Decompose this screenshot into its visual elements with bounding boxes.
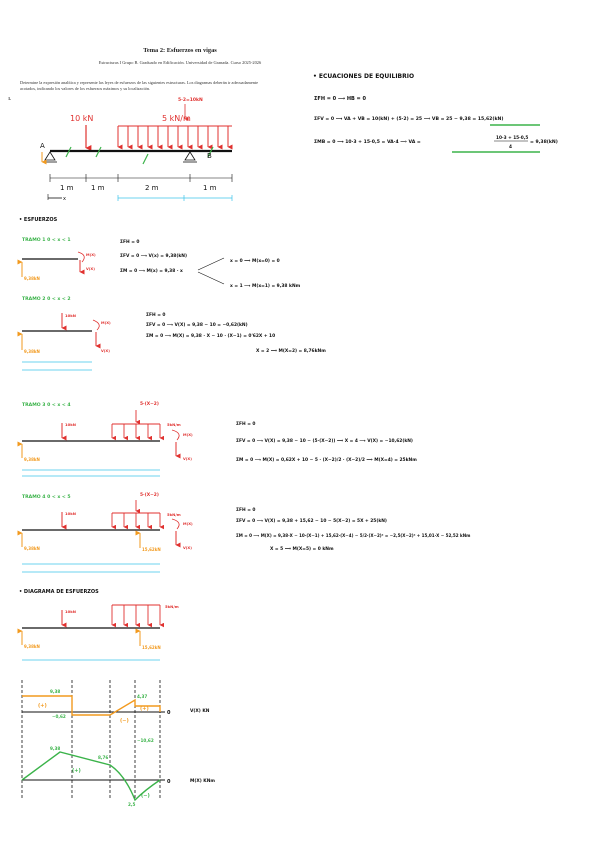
svg-text:10kN: 10kN bbox=[65, 313, 76, 318]
svg-text:10kN: 10kN bbox=[65, 422, 76, 427]
moment-curve bbox=[21, 751, 161, 802]
tramo-4-label: TRAMO 4 0 < x < 5 bbox=[22, 494, 71, 500]
svg-text:(+): (+) bbox=[140, 706, 149, 712]
svg-text:5·(X−2): 5·(X−2) bbox=[140, 401, 159, 407]
svg-text:ΣFH = 0: ΣFH = 0 bbox=[236, 507, 255, 513]
svg-text:10kN: 10kN bbox=[65, 609, 76, 614]
svg-text:0: 0 bbox=[167, 710, 171, 716]
svg-text:−10,62: −10,62 bbox=[137, 738, 154, 743]
svg-text:M(X): M(X) bbox=[183, 433, 193, 437]
svg-text:9,38: 9,38 bbox=[50, 689, 60, 694]
dim-4: 1 m bbox=[203, 184, 217, 192]
moment-label: M(X) KNm bbox=[190, 778, 215, 784]
svg-text:ΣFV = 0 ⟶ V(X) = 9,38 + 15,62: ΣFV = 0 ⟶ V(X) = 9,38 + 15,62 − 10 − 5(X… bbox=[236, 518, 387, 524]
svg-text:5kN/m: 5kN/m bbox=[167, 512, 181, 517]
svg-text:M(X): M(X) bbox=[183, 522, 193, 526]
svg-text:V(X): V(X) bbox=[86, 267, 95, 271]
svg-text:4,37: 4,37 bbox=[137, 694, 147, 699]
svg-text:ΣM = 0 ⟶ M(X) = 9,38·X − 10·(X: ΣM = 0 ⟶ M(X) = 9,38·X − 10·(X−1) + 15,6… bbox=[236, 533, 470, 538]
tramo-3: TRAMO 3 0 < x < 4 10kN 5·(X−2) 5kN/m 9,3… bbox=[17, 401, 417, 477]
support-b-label: B bbox=[207, 152, 212, 160]
diagram-heading: • DIAGRAMA DE ESFUERZOS bbox=[19, 589, 99, 595]
dim-2: 1 m bbox=[91, 184, 105, 192]
tramo-2-label: TRAMO 2 0 < x < 2 bbox=[22, 296, 71, 302]
svg-text:5kN/m: 5kN/m bbox=[165, 604, 179, 609]
tramo-1-label: TRAMO 1 0 < x < 1 bbox=[22, 237, 71, 243]
distributed-load bbox=[117, 125, 233, 150]
svg-text:15,62kN: 15,62kN bbox=[142, 645, 161, 650]
svg-text:V(X): V(X) bbox=[101, 349, 110, 353]
svg-text:−0,62: −0,62 bbox=[52, 714, 66, 719]
svg-text:x = 1 ⟶ M(x=1) = 9,38 kNm: x = 1 ⟶ M(x=1) = 9,38 kNm bbox=[230, 283, 301, 289]
dist-load-label: 5 kN/m bbox=[162, 114, 191, 123]
equilibrium-block: • ECUACIONES DE EQUILIBRIO ΣFH = 0 ⟶ HB … bbox=[313, 73, 558, 153]
tramo-3-label: TRAMO 3 0 < x < 4 bbox=[22, 402, 71, 408]
dim-1: 1 m bbox=[60, 184, 74, 192]
svg-text:X = 2 ⟹ M(X=2) = 8,76kNm: X = 2 ⟹ M(X=2) = 8,76kNm bbox=[256, 348, 326, 354]
page-subtitle: Estructuras I Grupo B. Graduado en Edifi… bbox=[98, 60, 262, 65]
dimension-lines bbox=[49, 174, 233, 182]
svg-text:M(X): M(X) bbox=[101, 321, 111, 325]
svg-text:ΣM = 0 ⟶ M(x) = 9,38 · x: ΣM = 0 ⟶ M(x) = 9,38 · x bbox=[120, 268, 183, 274]
svg-text:ΣM = 0 ⟶ M(X) = 9,38 · X − 10: ΣM = 0 ⟶ M(X) = 9,38 · X − 10 · (X−1) = … bbox=[146, 333, 275, 339]
svg-text:(+): (+) bbox=[38, 703, 47, 709]
tramo-1: TRAMO 1 0 < x < 1 9,38kN M(X) V(X) ΣFH =… bbox=[17, 237, 301, 289]
svg-text:9,38kN: 9,38kN bbox=[24, 546, 40, 551]
svg-text:2,5: 2,5 bbox=[128, 802, 136, 807]
svg-text:9,38: 9,38 bbox=[50, 746, 60, 751]
resultant-label: 5·2=10kN bbox=[178, 97, 203, 103]
point-load-label: 10 kN bbox=[70, 114, 93, 123]
svg-text:ΣM = 0 ⟶ M(X) = 0,62X + 10 − 5: ΣM = 0 ⟶ M(X) = 0,62X + 10 − 5 · (X−2)/2… bbox=[236, 457, 417, 463]
svg-text:(−): (−) bbox=[141, 793, 150, 799]
shear-label: V(X) KN bbox=[190, 708, 210, 714]
page-title: Tema 2: Esfuerzos en vigas bbox=[143, 47, 217, 54]
svg-text:9,38kN: 9,38kN bbox=[24, 644, 40, 649]
eq-moment: ΣMB = 0 ⟶ 10·3 + 15·0,5 = VA·4 ⟹ VA = bbox=[314, 139, 421, 145]
eq-frac-num: 10·3 + 15·0,5 bbox=[496, 135, 528, 141]
x-axis-label: x bbox=[63, 196, 66, 202]
beam-figure: 10 kN 5 kN/m 5·2=10kN A bbox=[40, 97, 233, 202]
eq-moment-result: = 9,38(kN) bbox=[530, 139, 558, 145]
svg-text:8,76: 8,76 bbox=[98, 755, 108, 760]
tramo-4: TRAMO 4 0 < x < 5 10kN 5·(X−2) 5kN/m 9,3… bbox=[17, 492, 470, 573]
esfuerzos-heading: • ESFUERZOS bbox=[19, 217, 58, 223]
shear-curve bbox=[22, 695, 161, 716]
svg-text:ΣFH = 0: ΣFH = 0 bbox=[120, 239, 139, 245]
svg-text:ΣFV = 0 ⟶ V(X) = 9,38 − 10 = −: ΣFV = 0 ⟶ V(X) = 9,38 − 10 = −0,62(kN) bbox=[146, 322, 248, 328]
svg-text:9,38kN: 9,38kN bbox=[24, 349, 40, 354]
cyan-dims bbox=[117, 195, 233, 201]
green-section-cuts bbox=[65, 146, 214, 165]
eq-vertical: ΣFV = 0 ⟶ VA + VB = 10(kN) + (5·2) = 25 … bbox=[314, 116, 503, 122]
svg-text:V(X): V(X) bbox=[183, 457, 192, 461]
problem-statement: Determine la expresión analítica y repre… bbox=[20, 80, 259, 91]
svg-text:M(X): M(X) bbox=[86, 253, 96, 257]
problem-number: 1. bbox=[8, 96, 12, 101]
svg-text:(−): (−) bbox=[120, 718, 129, 724]
equilibrium-heading: • ECUACIONES DE EQUILIBRIO bbox=[313, 73, 414, 80]
svg-text:9,38kN: 9,38kN bbox=[24, 276, 40, 281]
support-a bbox=[44, 151, 56, 161]
support-b bbox=[184, 151, 196, 161]
svg-text:V(X): V(X) bbox=[183, 546, 192, 550]
svg-text:10kN: 10kN bbox=[65, 511, 76, 516]
diagram-section: • DIAGRAMA DE ESFUERZOS 10kN 5kN/m 9,38k… bbox=[17, 589, 215, 807]
tramo-2: TRAMO 2 0 < x < 2 10kN 9,38kN M(X) V(X) … bbox=[17, 296, 326, 371]
svg-text:15,62kN: 15,62kN bbox=[142, 547, 161, 552]
dim-3: 2 m bbox=[145, 184, 159, 192]
eq-frac-den: 4 bbox=[509, 144, 512, 150]
svg-text:ΣFV = 0 ⟶ V(x) = 9,38(kN): ΣFV = 0 ⟶ V(x) = 9,38(kN) bbox=[120, 253, 187, 259]
svg-text:ΣFV = 0 ⟶ V(X) = 9,38 − 10 − (: ΣFV = 0 ⟶ V(X) = 9,38 − 10 − (5·(X−2)) ⟹… bbox=[236, 438, 413, 444]
svg-text:ΣFH = 0: ΣFH = 0 bbox=[236, 421, 255, 427]
support-a-label: A bbox=[40, 142, 45, 150]
svg-text:0: 0 bbox=[167, 779, 171, 785]
svg-text:ΣFH = 0: ΣFH = 0 bbox=[146, 312, 165, 318]
svg-text:9,38kN: 9,38kN bbox=[24, 457, 40, 462]
svg-text:5·(X−2): 5·(X−2) bbox=[140, 492, 159, 498]
svg-text:x = 0 ⟹ M(x=0) = 0: x = 0 ⟹ M(x=0) = 0 bbox=[230, 258, 280, 264]
svg-text:(+): (+) bbox=[72, 768, 81, 774]
svg-text:5kN/m: 5kN/m bbox=[167, 422, 181, 427]
eq-horizontal: ΣFH = 0 ⟶ HB = 0 bbox=[314, 96, 366, 102]
svg-text:X = 5 ⟹ M(X=5) = 0 kNm: X = 5 ⟹ M(X=5) = 0 kNm bbox=[270, 546, 334, 552]
